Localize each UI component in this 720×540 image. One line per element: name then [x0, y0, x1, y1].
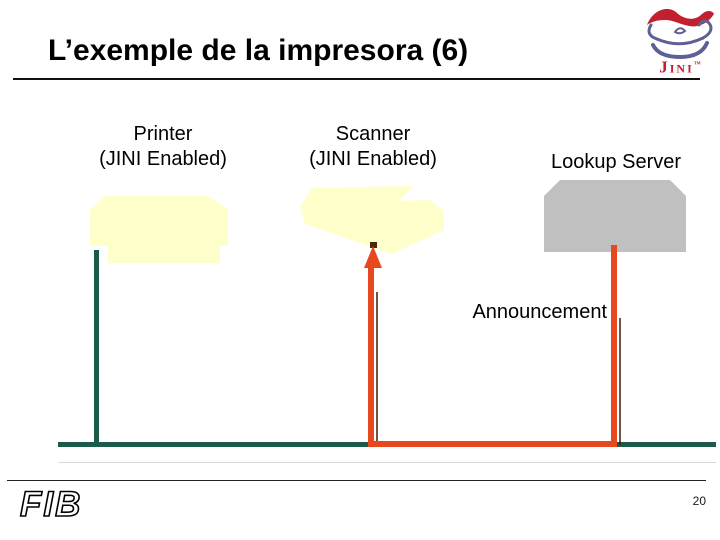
lamp-handle	[697, 19, 713, 40]
lamp-spout	[647, 23, 659, 41]
page-number: 20	[692, 494, 706, 508]
lamp-rim	[655, 36, 705, 46]
announcement-line-right	[611, 245, 617, 447]
lamp-bowl	[651, 41, 709, 59]
printer-label: Printer (JINI Enabled)	[73, 122, 253, 172]
lookup-server-shape	[544, 180, 686, 252]
jini-lamp-icon	[647, 9, 714, 59]
jini-wordmark-text: Jini	[659, 57, 694, 77]
bus-shadow-line	[58, 462, 716, 463]
announcement-line-left	[368, 266, 374, 447]
announcement-label: Announcement	[472, 301, 607, 323]
lamp-face	[674, 27, 687, 35]
footer-divider	[7, 480, 706, 481]
announcement-left-shadow	[376, 292, 378, 441]
jini-trademark: ™	[693, 60, 701, 68]
page-title: L’exemple de la impresora (6)	[48, 34, 469, 67]
scanner-shape	[300, 186, 444, 254]
arrow-tip-shadow	[370, 242, 377, 248]
jini-wordmark: Jini™	[641, 57, 719, 77]
announcement-arrowhead	[364, 246, 382, 268]
announcement-right-shadow	[619, 318, 621, 445]
jini-smoke-swirl	[647, 9, 714, 27]
printer-label-line1: Printer	[133, 123, 193, 145]
lookup-server-label: Lookup Server	[550, 151, 682, 173]
printer-shape	[90, 196, 228, 263]
scanner-label-line2: (JINI Enabled)	[309, 148, 437, 170]
title-underline	[13, 78, 700, 80]
fib-logo: FIB	[19, 484, 82, 525]
jini-logo: Jini™	[641, 3, 719, 77]
printer-network-line	[94, 250, 99, 446]
scanner-label: Scanner (JINI Enabled)	[283, 122, 463, 172]
fib-logo-text: FIB	[20, 485, 82, 524]
announcement-line-bottom	[368, 441, 617, 447]
scanner-label-line1: Scanner	[335, 123, 411, 145]
printer-label-line2: (JINI Enabled)	[99, 148, 227, 170]
